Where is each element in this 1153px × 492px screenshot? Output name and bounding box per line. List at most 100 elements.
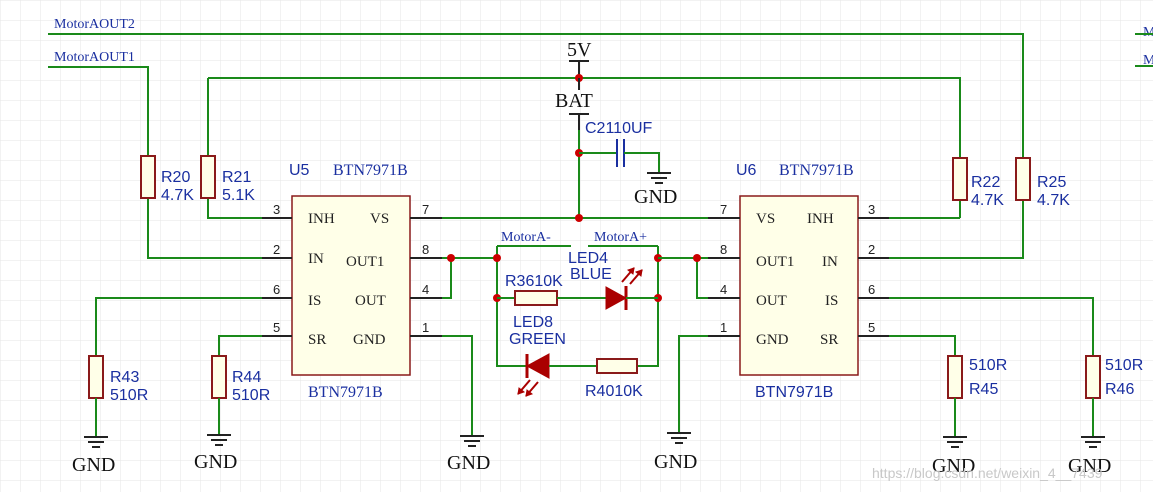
svg-text:GND: GND	[756, 332, 789, 348]
svg-text:INH: INH	[308, 211, 335, 227]
resistor-r46-value: 510R	[1105, 357, 1143, 374]
gnd-symbol-r46	[1081, 436, 1105, 448]
u6-pin-sr: 5 SR	[820, 320, 889, 348]
resistor-r20-ref: R20	[161, 169, 190, 186]
gnd-symbol-u6	[667, 432, 691, 444]
u5-pin-gnd: 1 GND	[353, 320, 442, 348]
u6-pin-out1: 8 OUT1	[708, 242, 794, 270]
gnd-label-r45: GND	[932, 455, 975, 477]
gnd-label-u6: GND	[654, 451, 697, 473]
resistor-r22-ref: R22	[971, 174, 1000, 191]
u5-pin-in: 2 IN	[262, 242, 324, 267]
gnd-symbol-u5	[460, 435, 484, 447]
net-label-motora-minus: MotorA-	[501, 230, 551, 245]
led8-color: GREEN	[509, 331, 566, 348]
resistor-r43	[88, 355, 104, 399]
resistor-r20	[140, 155, 156, 199]
svg-text:6: 6	[273, 282, 280, 297]
u5-pin-inh: 3 INH	[262, 202, 335, 227]
u5-designator: U5	[289, 162, 310, 179]
resistor-r40-label: R4010K	[585, 383, 643, 400]
led8-ref: LED8	[513, 314, 553, 331]
gnd-symbol-r44	[207, 434, 231, 446]
wire-cap-gnd	[624, 152, 660, 172]
svg-text:IS: IS	[308, 293, 321, 309]
gnd-label-r43: GND	[72, 454, 115, 476]
u6-pin-is: 6 IS	[825, 282, 889, 309]
u6-part: BTN7971B	[779, 162, 854, 179]
resistor-r43-ref: R43	[110, 369, 139, 386]
u6-body	[739, 195, 859, 376]
resistor-r45-ref: R45	[969, 381, 998, 398]
resistor-r20-value: 4.7K	[161, 187, 194, 204]
svg-text:1: 1	[422, 320, 429, 335]
u5-part-bottom: BTN7971B	[308, 384, 383, 401]
resistor-r40	[596, 358, 638, 374]
svg-text:IN: IN	[308, 251, 324, 267]
svg-text:OUT: OUT	[355, 293, 386, 309]
svg-text:2: 2	[868, 242, 875, 257]
u6-pin-vs: 7 VS	[708, 202, 775, 227]
wire-u5-out	[442, 258, 452, 299]
svg-text:OUT1: OUT1	[346, 254, 384, 270]
u6-pin-inh: 3 INH	[807, 202, 889, 227]
svg-text:4: 4	[720, 282, 727, 297]
svg-text:IS: IS	[825, 293, 838, 309]
wire-u5-sr	[218, 335, 262, 356]
wire-u6-out	[696, 258, 708, 299]
u6-pin-in: 2 IN	[822, 242, 889, 270]
svg-text:8: 8	[422, 242, 429, 257]
power-5v-label: 5V	[567, 39, 592, 61]
resistor-r22	[952, 157, 968, 201]
capacitor-label: C2110UF	[585, 120, 653, 137]
resistor-r25	[1015, 157, 1031, 201]
u6-pin-gnd: 1 GND	[708, 320, 789, 348]
u5-body	[291, 195, 411, 376]
svg-text:OUT: OUT	[756, 293, 787, 309]
resistor-r44-ref: R44	[232, 369, 261, 386]
svg-text:1: 1	[720, 320, 727, 335]
led4-ref: LED4	[568, 250, 608, 267]
svg-text:GND: GND	[353, 332, 386, 348]
wire-u5-is	[95, 297, 262, 356]
gnd-symbol-cap	[647, 172, 671, 184]
resistor-r44-value: 510R	[232, 387, 270, 404]
gnd-label-u5: GND	[447, 452, 490, 474]
u6-part-bottom: BTN7971B	[755, 384, 833, 401]
led4-symbol	[605, 267, 658, 310]
net-label-motoraout2: MotorAOUT2	[54, 17, 135, 32]
wire-led-right	[637, 246, 659, 367]
resistor-r36	[514, 290, 558, 306]
resistor-r43-value: 510R	[110, 387, 148, 404]
battery-label: BAT	[555, 90, 593, 112]
junction-u5-out	[447, 254, 455, 262]
u5-part: BTN7971B	[333, 162, 408, 179]
junction-u6-out	[693, 254, 701, 262]
resistor-r45-value: 510R	[969, 357, 1007, 374]
resistor-r44	[211, 355, 227, 399]
u6-designator: U6	[736, 162, 757, 179]
resistor-r36-label: R3610K	[505, 273, 563, 290]
wire-u6-gnd	[678, 335, 708, 432]
svg-text:5: 5	[273, 320, 280, 335]
battery-symbol	[569, 113, 589, 130]
resistor-r25-ref: R25	[1037, 174, 1066, 191]
wire-u5-gnd	[442, 335, 473, 435]
resistor-r22-value: 4.7K	[971, 192, 1004, 209]
svg-text:SR: SR	[308, 332, 326, 348]
svg-text:8: 8	[720, 242, 727, 257]
watermark-text: https://blog.csdn.net/weixin_4__7439	[872, 465, 1103, 481]
net-label-right-1: M	[1143, 25, 1153, 40]
resistor-r21-ref: R21	[222, 169, 251, 186]
svg-text:INH: INH	[807, 211, 834, 227]
svg-text:6: 6	[868, 282, 875, 297]
net-label-motoraout1: MotorAOUT1	[54, 50, 135, 65]
led4-color: BLUE	[570, 266, 612, 283]
u5-pin-vs: 7 VS	[370, 202, 442, 227]
svg-text:4: 4	[422, 282, 429, 297]
svg-text:IN: IN	[822, 254, 838, 270]
u5-pin-sr: 5 SR	[262, 320, 326, 348]
net-label-right-2: M	[1143, 53, 1153, 68]
resistor-r21	[200, 155, 216, 199]
